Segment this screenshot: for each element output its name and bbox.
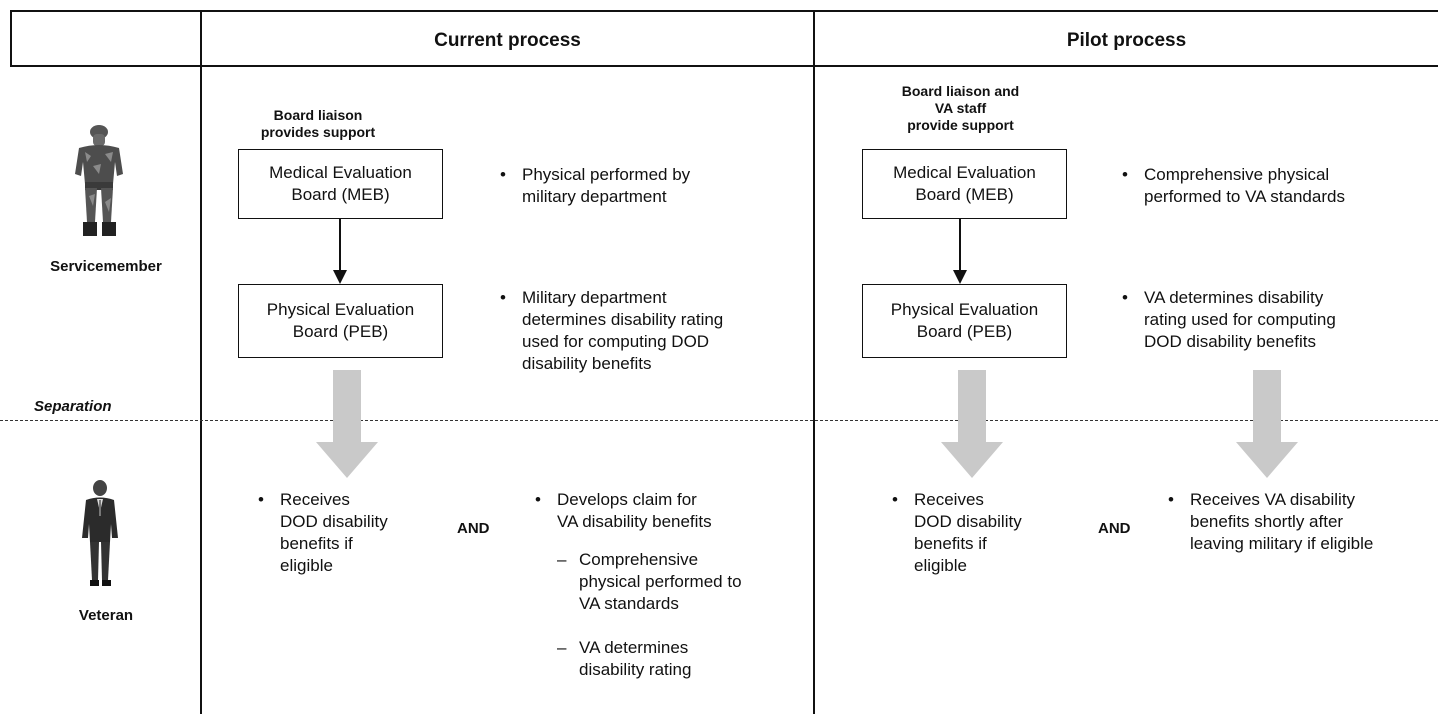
current-support-label: Board liaison provides support: [260, 107, 376, 140]
pilot-down-arrow-left: [941, 370, 1003, 478]
pilot-process-header: Pilot process: [1066, 30, 1187, 51]
pilot-and-label: AND: [1098, 520, 1131, 537]
servicemember-label: Servicemember: [50, 258, 162, 275]
pilot-connector-arrowhead: [953, 270, 967, 284]
separation-label: Separation: [34, 398, 112, 415]
current-and-label: AND: [457, 520, 490, 537]
pilot-support-label: Board liaison and VA staff provide suppo…: [901, 83, 1020, 133]
businessman-figure-icon: [82, 480, 118, 586]
left-border: [10, 10, 12, 66]
pilot-meb-to-peb-connector: [959, 219, 961, 273]
separation-line: [0, 420, 1438, 421]
top-border: [10, 10, 1438, 12]
pilot-down-arrow-right: [1236, 370, 1298, 478]
veteran-label: Veteran: [78, 607, 134, 624]
column-divider-current-pilot: [813, 10, 815, 714]
current-process-header: Current process: [434, 30, 581, 51]
current-connector-arrowhead: [333, 270, 347, 284]
current-down-arrow: [316, 370, 378, 478]
current-meb-to-peb-connector: [339, 219, 341, 273]
header-bottom-border: [10, 65, 1438, 67]
soldier-figure-icon: [75, 125, 123, 236]
column-divider-row-labels: [200, 10, 202, 714]
